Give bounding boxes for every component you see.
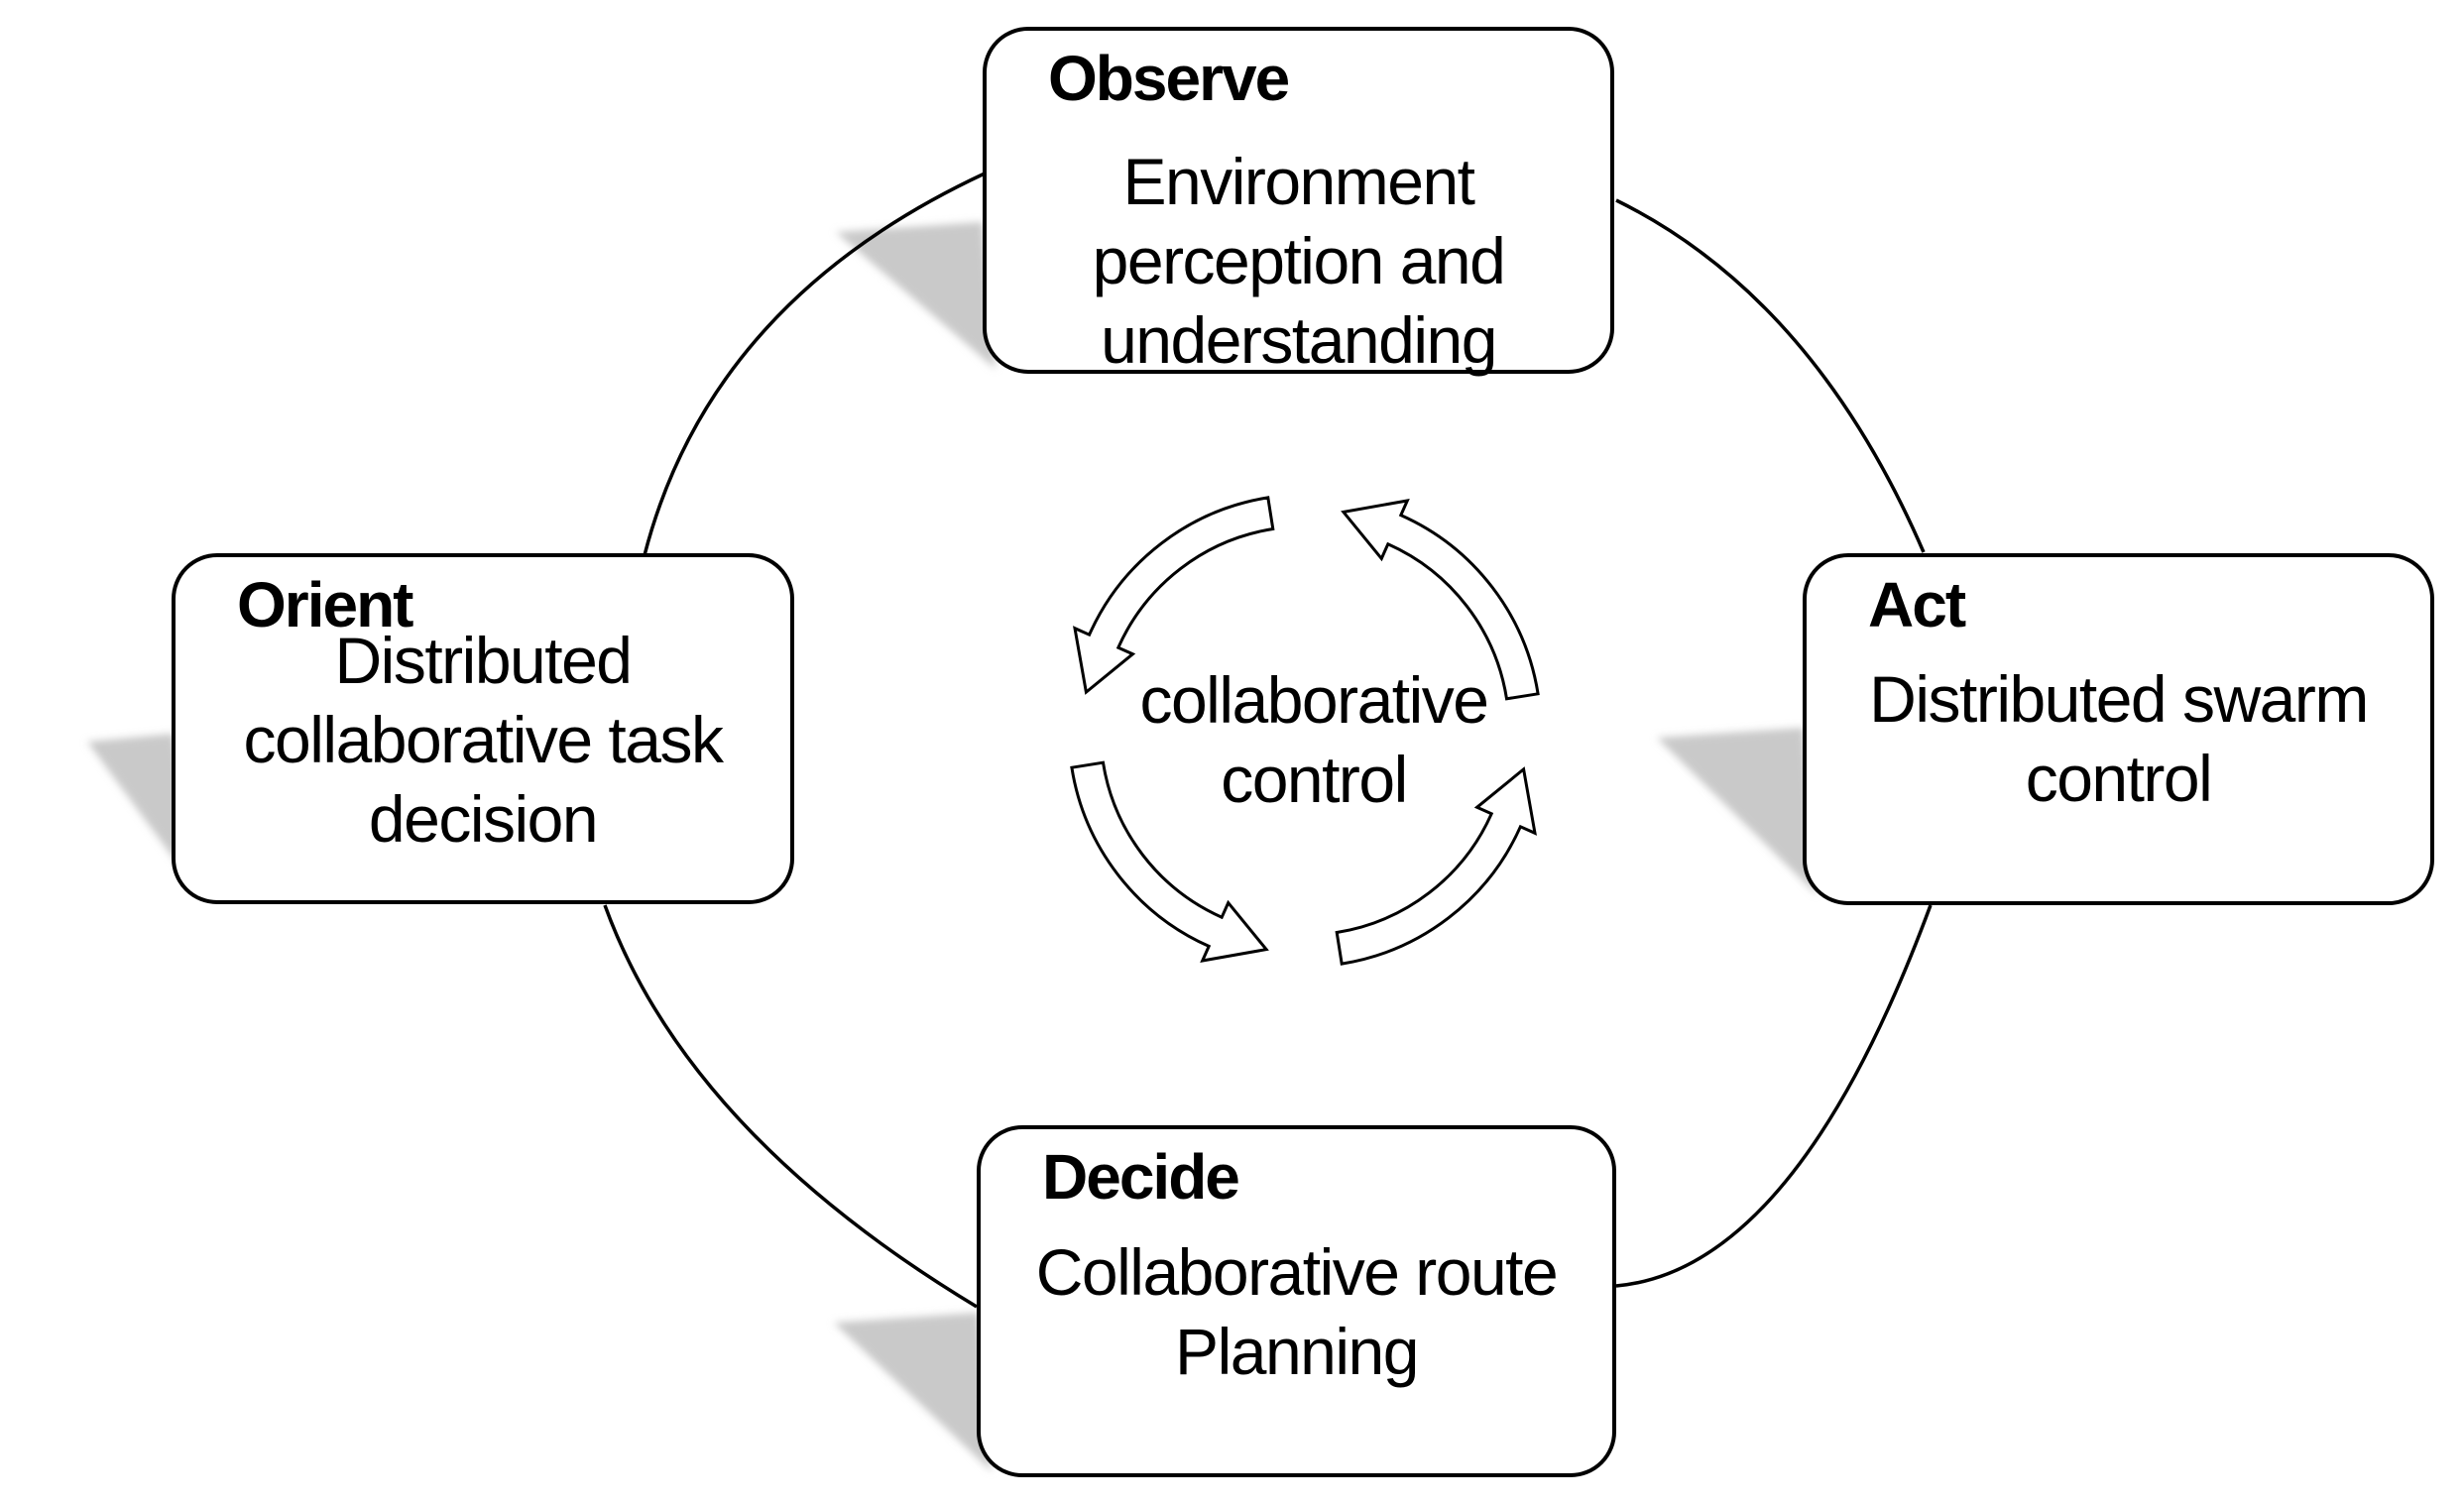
text-line: understanding [1101, 303, 1497, 377]
text-line: control [2025, 742, 2213, 815]
node-observe: Observe Environment perception and under… [983, 27, 1614, 377]
cycle-arc-observe-to-act [1615, 198, 1926, 553]
text-line: Distributed [334, 624, 633, 697]
node-decide-description: Collaborative route Planning [981, 1232, 1612, 1391]
text-line: collaborative [1139, 663, 1489, 737]
text-line: collaborative task [243, 703, 724, 776]
node-orient: Orient Distributed collaborative task de… [172, 553, 794, 904]
act-box-shadow [1657, 728, 1817, 894]
cycle-arc-orient-to-decide [603, 904, 978, 1309]
node-act-description: Distributed swarm control [1807, 659, 2430, 818]
text-line: perception and [1092, 224, 1506, 297]
node-orient-title: Orient [237, 569, 413, 640]
node-decide: Decide Collaborative route Planning [977, 1125, 1616, 1477]
orient-box-shadow [87, 734, 197, 890]
node-orient-description: Distributed collaborative task decision [176, 621, 790, 859]
node-observe-description: Environment perception and understanding [987, 142, 1610, 380]
collaborative-control-cycle-arrows [1070, 496, 1540, 966]
text-line: Environment [1122, 145, 1475, 218]
node-act: Act Distributed swarm control [1803, 553, 2434, 905]
text-line: Distributed swarm [1869, 662, 2369, 736]
decide-box-shadow [834, 1313, 992, 1471]
cycle-arrow-2 [1073, 496, 1275, 695]
cycle-arc-act-to-decide [1615, 904, 1933, 1288]
center-label-collaborative-control: collaborative control [937, 660, 1691, 819]
cycle-arrow-3 [1070, 760, 1269, 963]
observe-box-shadow [836, 222, 996, 369]
text-line: control [1221, 743, 1408, 816]
node-decide-title: Decide [1042, 1141, 1240, 1213]
text-line: Planning [1175, 1315, 1419, 1388]
cycle-arrow-1 [1341, 499, 1540, 701]
node-observe-title: Observe [1048, 43, 1290, 114]
text-line: Collaborative route [1035, 1235, 1559, 1309]
cycle-arc-observe-to-orient [643, 172, 986, 556]
cycle-arrow-4 [1335, 766, 1537, 966]
text-line: decision [368, 782, 599, 856]
node-act-title: Act [1868, 569, 1966, 640]
